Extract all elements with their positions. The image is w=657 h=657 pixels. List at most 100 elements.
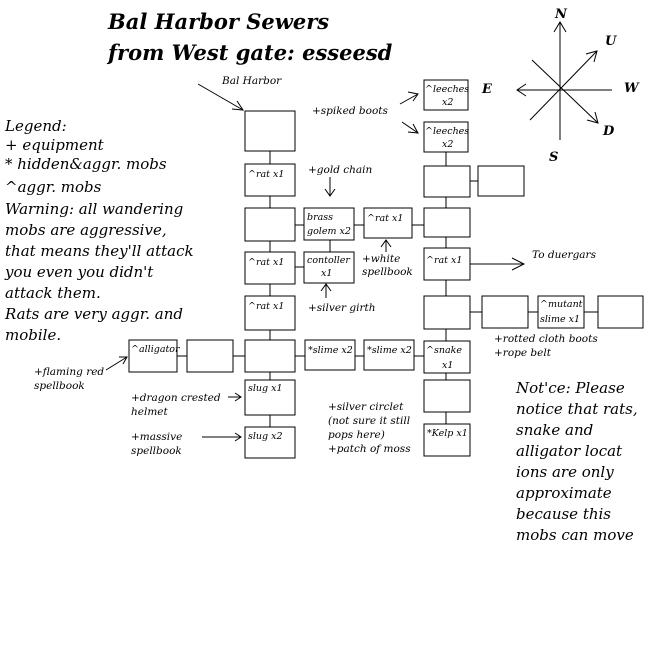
up-arrowhead	[585, 50, 598, 63]
room-rat-4	[363, 207, 413, 239]
connections	[177, 151, 598, 427]
note-flaming-spellbook-2: spellbook	[34, 380, 85, 392]
room-mutant-slime-label-1: ^mutant	[540, 299, 583, 310]
compass-n-label: N	[554, 7, 568, 22]
room-slime-2	[363, 339, 415, 371]
note-dragon-helmet-2: helmet	[131, 406, 169, 418]
map-title-line2: from West gate: esseesd	[106, 40, 393, 65]
note-massive-spellbook-2: spellbook	[131, 445, 182, 457]
room-rat-2-label: ^rat x1	[248, 257, 284, 268]
notice-line: mobs can move	[516, 526, 634, 544]
note-patch-of-moss: +patch of moss	[328, 443, 411, 455]
legend-line: Rats are very aggr. and	[4, 305, 183, 323]
room-rat-5-label: ^rat x1	[426, 255, 462, 266]
room-east-6b	[481, 295, 529, 329]
arrowhead	[511, 257, 526, 271]
room-alligator-label: ^alligator	[131, 344, 181, 355]
note-silver-circlet-2: (not sure it still	[328, 415, 410, 427]
room-leeches-2-label-1: ^leeches	[425, 126, 469, 137]
notice-line: Not'ce: Please	[515, 379, 625, 397]
room-brass-golem	[303, 207, 355, 241]
compass-rose: N U E W D S	[481, 7, 640, 165]
room-kelp	[423, 423, 471, 457]
arrowhead	[407, 91, 419, 102]
compass-up-line	[529, 50, 598, 121]
room-alligator	[128, 339, 178, 373]
arrowhead	[380, 239, 392, 248]
room-snake-label-2: x1	[442, 360, 453, 371]
legend-line: attack them.	[5, 284, 101, 302]
room-brass-golem-label-1: brass	[307, 212, 333, 223]
arrow-spiked-1	[399, 93, 419, 105]
notice-line: snake and	[516, 421, 593, 439]
room-east-8	[423, 379, 471, 413]
room-leeches-1	[423, 79, 469, 111]
note-flaming-spellbook-1: +flaming red	[34, 366, 104, 378]
notice-line: ions are only	[516, 463, 614, 481]
down-arrowhead	[586, 111, 599, 124]
compass-down-line	[531, 59, 599, 124]
room-snake	[423, 340, 471, 374]
legend-line: that means they'll attack	[5, 242, 194, 260]
arrowhead	[234, 392, 242, 402]
notice-line: approximate	[516, 484, 612, 502]
room-west-col-3	[244, 207, 296, 242]
notice-line: notice that rats,	[516, 400, 638, 418]
note-silver-girth: +silver girth	[308, 302, 376, 314]
note-rotted-boots: +rotted cloth boots	[494, 333, 598, 345]
legend-line: mobile.	[5, 326, 61, 344]
room-leeches-2	[423, 121, 469, 153]
note-bal-harbor: Bal Harbor	[221, 75, 282, 87]
legend-line: you even you didn't	[4, 263, 154, 281]
room-rat-1	[244, 163, 296, 197]
note-gold-chain: +gold chain	[308, 164, 373, 176]
room-leeches-1-label-2: x2	[442, 97, 453, 108]
compass-w-label: W	[624, 81, 640, 96]
legend-line: mobs are aggressive,	[5, 221, 167, 239]
compass-s-label: S	[549, 150, 558, 165]
room-mutant-slime	[537, 295, 585, 329]
east-arrowhead	[516, 83, 527, 97]
room-slime-2-label: *slime x2	[367, 345, 412, 356]
room-slug-1	[244, 379, 296, 416]
notice-line: alligator locat	[516, 442, 623, 460]
room-east-4	[423, 207, 471, 238]
note-spiked-boots: +spiked boots	[312, 105, 388, 117]
legend-line: + equipment	[5, 136, 105, 154]
room-rat-4-label: ^rat x1	[367, 213, 403, 224]
room-east-3b	[477, 165, 525, 197]
notice-line: because this	[516, 505, 611, 523]
room-controller	[303, 251, 355, 284]
compass-d-label: D	[602, 124, 615, 139]
note-silver-circlet-3: pops here)	[328, 429, 385, 441]
notice: Not'ce: Please notice that rats, snake a…	[515, 379, 638, 544]
room-controller-label-1: contoller	[307, 255, 351, 266]
room-west-mid	[186, 339, 234, 373]
room-leeches-1-label-1: ^leeches	[425, 84, 469, 95]
room-slime-1-label: *slime x2	[308, 345, 353, 356]
legend-line: Warning: all wandering	[5, 200, 183, 218]
note-white-spellbook-1: +white	[362, 253, 400, 265]
room-start	[244, 110, 296, 152]
legend-line: * hidden&aggr. mobs	[5, 155, 167, 173]
room-junction	[244, 339, 296, 373]
arrow-flaming-spellbook	[105, 356, 128, 371]
arrow-spiked-2	[401, 121, 419, 134]
room-slime-1	[304, 339, 356, 371]
room-controller-label-2: x1	[321, 268, 332, 279]
note-silver-circlet-1: +silver circlet	[328, 401, 404, 413]
room-east-6d	[597, 295, 644, 329]
north-arrowhead	[553, 21, 567, 33]
compass-u-label: U	[605, 34, 617, 49]
legend: Legend: + equipment * hidden&aggr. mobs …	[4, 117, 194, 344]
room-kelp-label: *Kelp x1	[427, 428, 468, 439]
arrowhead	[234, 432, 242, 442]
room-slug-2	[244, 426, 296, 459]
room-brass-golem-label-2: golem x2	[307, 226, 351, 237]
arrow-bal-harbor	[197, 83, 244, 111]
compass-e-label: E	[481, 82, 493, 97]
room-slug-1-label: slug x1	[248, 383, 283, 394]
room-rat-3	[244, 295, 296, 331]
legend-line: ^aggr. mobs	[5, 178, 102, 196]
